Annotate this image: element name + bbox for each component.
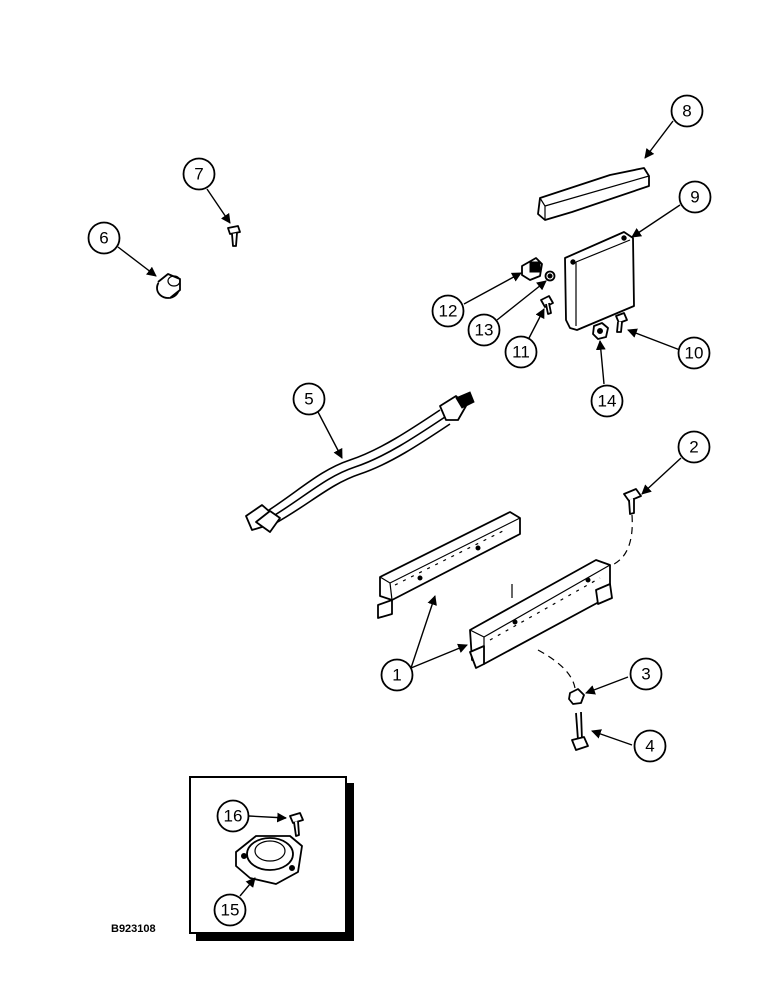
- part-5-wire-harness: [245, 391, 475, 533]
- part-4-bolt: [571, 711, 589, 751]
- callout-2-label: 2: [689, 438, 698, 457]
- callout-8: 8: [670, 94, 704, 128]
- part-11-bolt: [540, 295, 554, 315]
- part-7-screw: [227, 225, 241, 247]
- callout-15-label: 15: [221, 901, 240, 920]
- callout-1: 1: [380, 658, 414, 692]
- callout-16: 16: [216, 799, 250, 833]
- callout-5: 5: [292, 382, 326, 416]
- part-13-nut: [544, 270, 556, 282]
- callout-4-label: 4: [645, 737, 654, 756]
- callout-3-label: 3: [641, 665, 650, 684]
- callout-10: 10: [677, 336, 711, 370]
- part-9-bracket: [564, 231, 635, 331]
- reference-code: B923108: [111, 923, 156, 935]
- callout-3: 3: [629, 657, 663, 691]
- callout-9-label: 9: [690, 188, 699, 207]
- callout-14-label: 14: [598, 392, 617, 411]
- part-2-bolt: [623, 488, 642, 515]
- detail-inset: [189, 776, 354, 941]
- callout-9: 9: [678, 180, 712, 214]
- callout-8-label: 8: [682, 102, 691, 121]
- callout-6: 6: [87, 221, 121, 255]
- callout-7-label: 7: [194, 165, 203, 184]
- callout-12-label: 12: [439, 302, 458, 321]
- leader-lines: [117, 120, 682, 897]
- part-3-washer: [568, 688, 585, 705]
- callout-13-label: 13: [475, 321, 494, 340]
- part-12-connector: [521, 257, 543, 281]
- part-10-screw: [615, 312, 628, 333]
- callout-10-label: 10: [685, 344, 704, 363]
- part-1-lower-rail: [469, 559, 613, 669]
- callout-11-label: 11: [512, 343, 530, 362]
- callout-6-label: 6: [99, 229, 108, 248]
- part-8-cover: [537, 167, 650, 221]
- callout-15: 15: [213, 893, 247, 927]
- callout-13: 13: [467, 313, 501, 347]
- part-1-upper-rail: [377, 511, 521, 619]
- callout-16-label: 16: [224, 807, 243, 826]
- callout-4: 4: [633, 729, 667, 763]
- callout-12: 12: [431, 294, 465, 328]
- part-15-mount: [235, 835, 303, 885]
- part-14-nut: [592, 322, 609, 340]
- callout-1-label: 1: [392, 666, 401, 685]
- callout-7: 7: [182, 157, 216, 191]
- alignment-lines: [537, 514, 633, 689]
- callout-11: 11: [504, 335, 538, 369]
- part-6-bushing: [156, 273, 181, 299]
- callout-14: 14: [590, 384, 624, 418]
- callout-2: 2: [677, 430, 711, 464]
- part-16-screw: [289, 812, 304, 837]
- callout-5-label: 5: [304, 390, 313, 409]
